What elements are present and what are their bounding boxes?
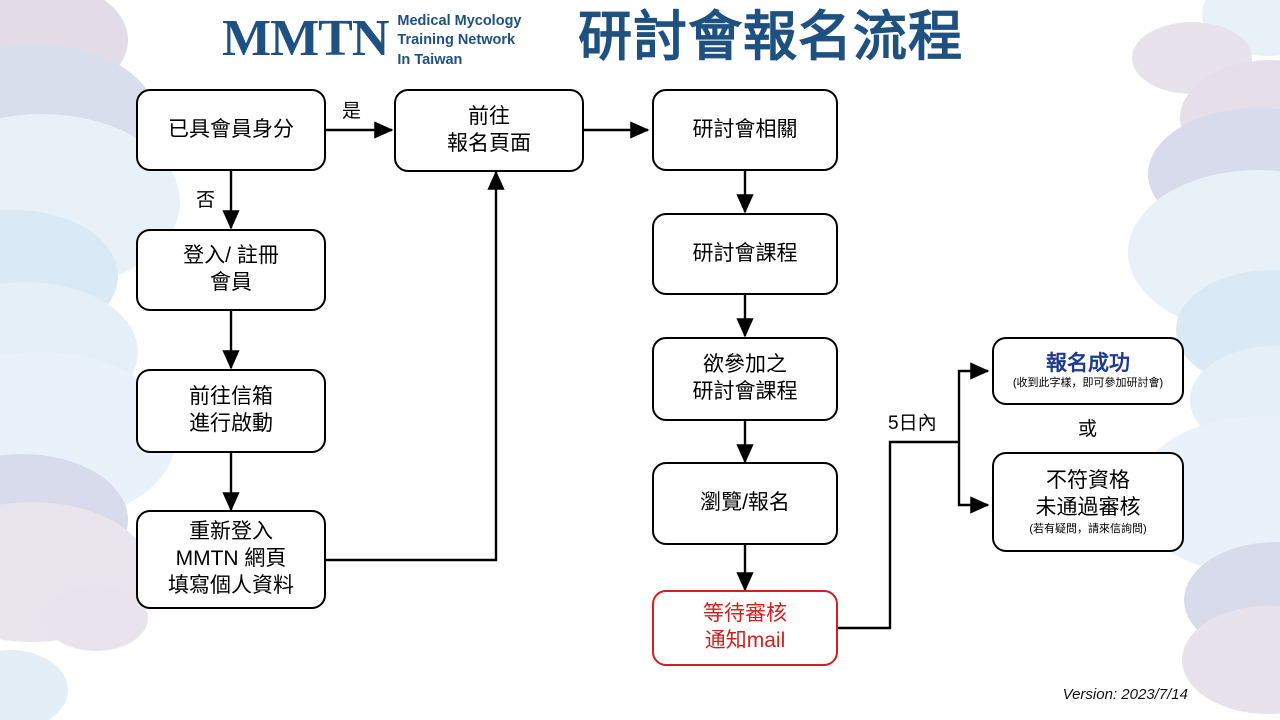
node-goto-signup-page[interactable]: 前往 報名頁面 xyxy=(394,89,584,172)
node-desired-course[interactable]: 欲參加之 研討會課程 xyxy=(652,337,838,421)
logo-tagline-line-1: Medical Mycology xyxy=(397,13,522,29)
logo-tagline-line-3: In Taiwan xyxy=(397,51,463,68)
node-member-check-label: 已具會員身分 xyxy=(168,117,294,141)
node-signup-success[interactable]: 報名成功 (收到此字樣，即可參加研討會) xyxy=(992,337,1184,405)
node-member-check[interactable]: 已具會員身分 xyxy=(136,89,326,171)
logo-wordmark: MMTN xyxy=(222,9,389,67)
page-title: 研討會報名流程 xyxy=(578,7,963,67)
node-await-review[interactable]: 等待審核 通知mail xyxy=(652,590,838,666)
node-relogin-line-3: 填寫個人資料 xyxy=(168,573,294,597)
node-desired-course-line-2: 研討會課程 xyxy=(692,380,798,403)
node-signup-success-note: (收到此字樣，即可參加研討會) xyxy=(1012,376,1164,389)
node-relogin-line-2: MMTN 網頁 xyxy=(175,547,287,571)
edge-label-or: 或 xyxy=(1078,419,1098,440)
edge-label-within-5-days: 5日內 xyxy=(888,413,937,434)
node-relogin-profile[interactable]: 重新登入 MMTN 網頁 填寫個人資料 xyxy=(136,510,326,609)
node-signup-rejected-line-2: 未通過審核 xyxy=(1035,495,1141,519)
node-seminar-course[interactable]: 研討會課程 xyxy=(652,213,838,295)
node-login-register-line-2: 會員 xyxy=(210,271,252,294)
node-desired-course-line-1: 欲參加之 xyxy=(703,353,787,377)
node-login-register-line-1: 登入/ 註冊 xyxy=(183,244,279,268)
node-seminar-course-label: 研討會課程 xyxy=(692,241,798,265)
node-login-register[interactable]: 登入/ 註冊 會員 xyxy=(136,229,326,311)
node-await-review-line-1: 等待審核 xyxy=(703,602,787,626)
node-seminar-info[interactable]: 研討會相關 xyxy=(652,89,838,171)
edge-label-yes: 是 xyxy=(342,101,362,122)
node-goto-signup-line-2: 報名頁面 xyxy=(447,131,531,155)
node-signup-rejected[interactable]: 不符資格 未通過審核 (若有疑問，請來信詢問) xyxy=(992,452,1184,552)
version-label: Version: 2023/7/14 xyxy=(1062,686,1188,703)
node-relogin-line-1: 重新登入 xyxy=(189,520,273,544)
node-browse-signup-label: 瀏覽/報名 xyxy=(700,491,790,515)
node-goto-signup-line-1: 前往 xyxy=(468,104,510,128)
mmtn-logo: MMTN Medical Mycology Training Network I… xyxy=(222,8,522,70)
logo-tagline: Medical Mycology Training Network In Tai… xyxy=(397,8,521,70)
logo-tagline-line-2: Training Network xyxy=(397,32,516,49)
node-await-review-line-2: 通知mail xyxy=(704,629,786,652)
node-signup-rejected-note: (若有疑問，請來信詢問) xyxy=(1029,522,1147,535)
node-browse-signup[interactable]: 瀏覽/報名 xyxy=(652,462,838,545)
edge-label-no: 否 xyxy=(196,190,216,211)
node-activate-mail-line-2: 進行啟動 xyxy=(189,412,273,435)
node-seminar-info-label: 研討會相關 xyxy=(692,117,798,141)
node-signup-rejected-line-1: 不符資格 xyxy=(1046,469,1130,493)
node-signup-success-title: 報名成功 xyxy=(1046,351,1130,375)
node-activate-mail-line-1: 前往信箱 xyxy=(189,385,273,409)
node-activate-mail[interactable]: 前往信箱 進行啟動 xyxy=(136,369,326,453)
